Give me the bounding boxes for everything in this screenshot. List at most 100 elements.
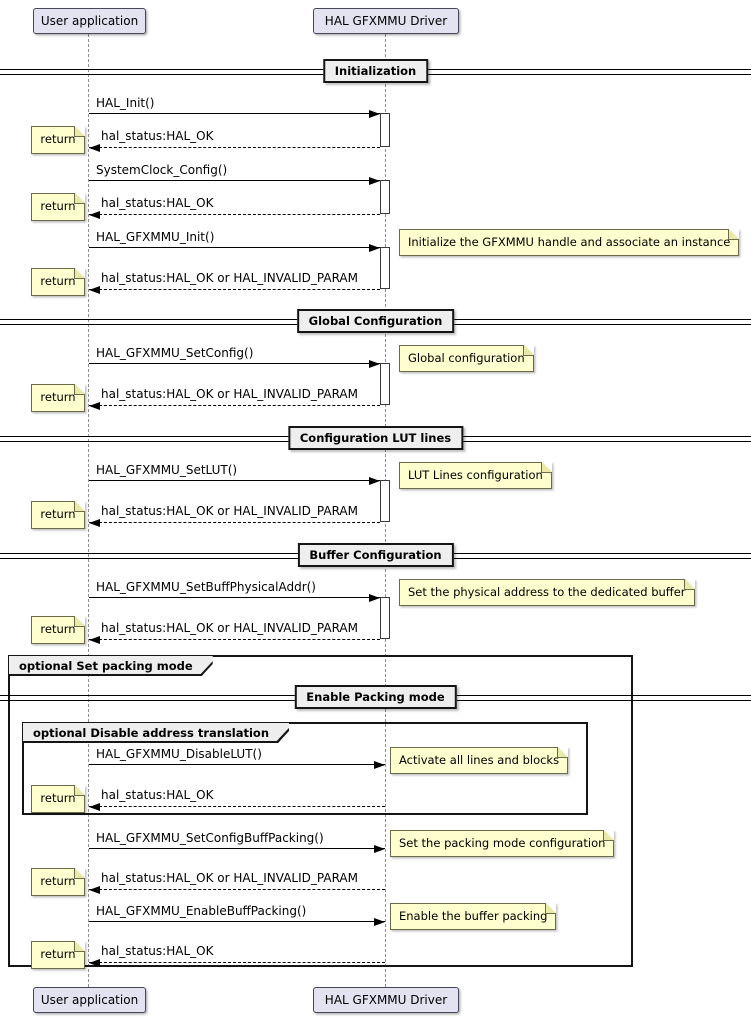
note: Enable the buffer packing — [390, 903, 557, 930]
arrowhead-left-icon — [89, 286, 100, 294]
return-note-label: return — [40, 947, 76, 961]
note-fold-icon — [728, 229, 740, 240]
return-label: hal_status:HAL_OK — [101, 944, 214, 958]
arrowhead-right-icon — [369, 360, 380, 368]
return-note: return — [31, 501, 85, 529]
arrowhead-right-icon — [369, 244, 380, 252]
note: Set the packing mode configuration — [390, 830, 615, 857]
note-fold-icon — [683, 579, 695, 590]
call-arrow — [89, 244, 380, 252]
activation-bar — [380, 113, 390, 147]
divider-label: Global Configuration — [296, 309, 455, 333]
arrowhead-left-icon — [89, 803, 100, 811]
divider-label: Initialization — [322, 59, 429, 83]
call-arrow — [89, 918, 385, 926]
note: Set the physical address to the dedicate… — [399, 579, 695, 606]
return-label: hal_status:HAL_OK — [101, 129, 214, 143]
return-label: hal_status:HAL_OK or HAL_INVALID_PARAM — [101, 387, 358, 401]
arrowhead-left-icon — [89, 211, 100, 219]
note-fold-icon — [74, 785, 85, 796]
return-arrow — [89, 211, 380, 219]
return-label: hal_status:HAL_OK or HAL_INVALID_PARAM — [101, 871, 358, 885]
note: Global configuration — [399, 345, 534, 372]
group-header: optional Set packing mode — [9, 656, 213, 676]
note-fold-icon — [74, 501, 85, 512]
arrowhead-right-icon — [374, 845, 385, 853]
divider-configuration-lut-lines: Configuration LUT lines — [0, 426, 751, 451]
note-fold-icon — [74, 616, 85, 627]
arrowhead-left-icon — [89, 959, 100, 967]
lifeline-user-application — [88, 34, 89, 987]
return-note: return — [31, 941, 85, 969]
group-set-packing-mode: optional Set packing mode — [8, 655, 633, 967]
call-arrow — [89, 360, 380, 368]
return-note: return — [31, 785, 85, 813]
group-label: optional Set packing mode — [19, 659, 193, 673]
call-label: HAL_GFXMMU_SetConfig() — [96, 346, 254, 360]
divider-initialization: Initialization — [0, 59, 751, 84]
arrowhead-left-icon — [89, 402, 100, 410]
divider-enable-packing-mode: Enable Packing mode — [0, 685, 751, 710]
group-disable-address-translation: optional Disable address translation — [22, 722, 588, 815]
note-fold-icon — [74, 941, 85, 952]
call-label: HAL_Init() — [96, 96, 155, 110]
note-fold-icon — [74, 268, 85, 279]
return-label: hal_status:HAL_OK or HAL_INVALID_PARAM — [101, 621, 358, 635]
note: LUT Lines configuration — [399, 462, 552, 489]
arrowhead-right-icon — [369, 477, 380, 485]
participant-user-application-bottom: User application — [33, 987, 146, 1013]
note-text: LUT Lines configuration — [408, 468, 543, 482]
activation-bar — [380, 480, 390, 522]
arrowhead-right-icon — [374, 761, 385, 769]
note-fold-icon — [74, 126, 85, 137]
return-note: return — [31, 126, 85, 154]
call-label: HAL_GFXMMU_DisableLUT() — [96, 747, 262, 761]
call-arrow — [89, 845, 385, 853]
call-label: HAL_GFXMMU_Init() — [96, 230, 215, 244]
group-header-notch-icon — [275, 728, 291, 745]
arrowhead-left-icon — [89, 886, 100, 894]
return-arrow — [89, 402, 380, 410]
return-arrow — [89, 144, 380, 152]
arrowhead-right-icon — [374, 918, 385, 926]
return-note-label: return — [40, 507, 76, 521]
return-arrow — [89, 959, 385, 967]
call-arrow — [89, 177, 380, 185]
return-note: return — [31, 384, 85, 412]
return-note-label: return — [40, 622, 76, 636]
arrowhead-right-icon — [369, 594, 380, 602]
return-note-label: return — [40, 132, 76, 146]
call-arrow — [89, 761, 385, 769]
return-note: return — [31, 268, 85, 296]
note: Initialize the GFXMMU handle and associa… — [399, 229, 740, 256]
call-label: HAL_GFXMMU_SetLUT() — [96, 463, 238, 477]
return-note: return — [31, 616, 85, 644]
return-label: hal_status:HAL_OK or HAL_INVALID_PARAM — [101, 504, 358, 518]
arrowhead-right-icon — [369, 177, 380, 185]
call-label: HAL_GFXMMU_SetBuffPhysicalAddr() — [96, 580, 316, 594]
return-note: return — [31, 868, 85, 896]
note-text: Activate all lines and blocks — [399, 753, 560, 767]
arrowhead-left-icon — [89, 636, 100, 644]
note-fold-icon — [603, 830, 615, 841]
return-arrow — [89, 636, 380, 644]
return-note-label: return — [40, 874, 76, 888]
note-fold-icon — [522, 345, 534, 356]
return-note-label: return — [40, 791, 76, 805]
return-arrow — [89, 519, 380, 527]
return-label: hal_status:HAL_OK — [101, 196, 214, 210]
note-fold-icon — [557, 747, 569, 758]
note-text: Enable the buffer packing — [399, 909, 548, 923]
note-fold-icon — [74, 193, 85, 204]
return-label: hal_status:HAL_OK or HAL_INVALID_PARAM — [101, 271, 358, 285]
activation-bar — [380, 247, 390, 289]
return-label: hal_status:HAL_OK — [101, 788, 214, 802]
divider-global-configuration: Global Configuration — [0, 309, 751, 334]
activation-bar — [380, 363, 390, 405]
return-note: return — [31, 193, 85, 221]
divider-label: Configuration LUT lines — [287, 426, 464, 450]
divider-buffer-configuration: Buffer Configuration — [0, 543, 751, 568]
group-header: optional Disable address translation — [23, 723, 289, 743]
participant-user-application: User application — [33, 8, 146, 34]
